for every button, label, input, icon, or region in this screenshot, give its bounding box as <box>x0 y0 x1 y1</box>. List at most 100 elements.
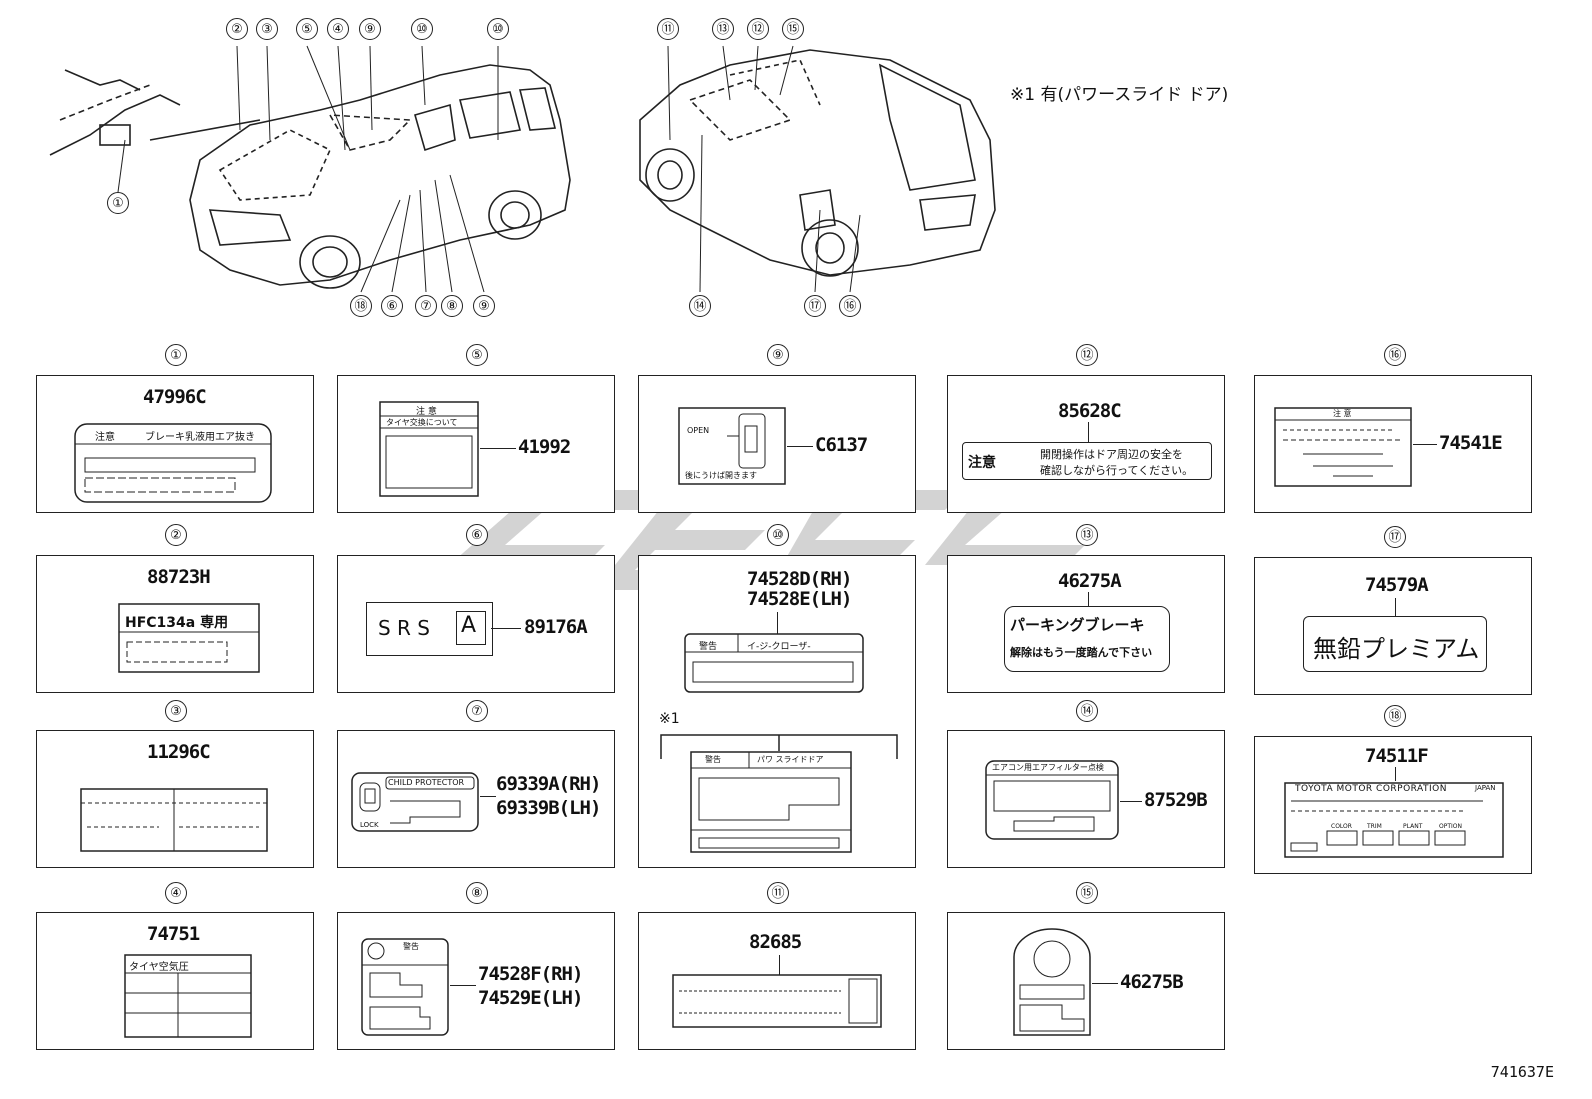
callout-9-bottom: ⑨ <box>473 295 495 317</box>
label-text: TOYOTA MOTOR CORPORATION <box>1295 784 1447 794</box>
callout-9-top: ⑨ <box>359 18 381 40</box>
label-text: 注意 <box>968 455 996 471</box>
label-text: HFC134a 専用 <box>125 615 229 631</box>
callout-10-a: ⑩ <box>411 18 433 40</box>
panel-num-8: ⑧ <box>466 882 488 904</box>
panel-14: エアコン用エアフィルター点検 87529B <box>947 730 1225 868</box>
label-47996c <box>74 423 272 503</box>
panel-17: 74579A 無鉛プレミアム <box>1254 557 1532 695</box>
label-c6137 <box>678 407 786 485</box>
part-number: 87529B <box>1144 789 1208 811</box>
part-number: 47996C <box>143 386 207 408</box>
panel-11: 82685 <box>638 912 916 1050</box>
callout-18: ⑱ <box>350 295 372 317</box>
panel-6: S R S A 89176A <box>337 555 615 693</box>
callout-13: ⑬ <box>712 18 734 40</box>
panel-num-15: ⑮ <box>1076 882 1098 904</box>
label-text: COLOR <box>1331 823 1352 830</box>
part-number: C6137 <box>815 434 868 456</box>
figure-code: 741637E <box>1490 1063 1554 1081</box>
label-46275b <box>1013 928 1091 1036</box>
label-power-slide <box>690 751 852 853</box>
panel-12: 85628C 注意 開閉操作はドア周辺の安全を 確認しながら行ってください。 <box>947 375 1225 513</box>
panel-num-7: ⑦ <box>466 700 488 722</box>
panel-5: 注 意 タイヤ交換について 41992 <box>337 375 615 513</box>
panel-num-14: ⑭ <box>1076 700 1098 722</box>
label-11296c <box>80 788 268 852</box>
panel-18: 74511F TOYOTA MOTOR CORPORATION JAPAN CO… <box>1254 736 1532 874</box>
label-text: エアコン用エアフィルター点検 <box>992 763 1104 772</box>
panel-13: 46275A パーキングブレーキ 解除はもう一度踏んで下さい <box>947 555 1225 693</box>
panel-1: 47996C 注意 ブレーキ乳液用エア抜き <box>36 375 314 513</box>
callout-12: ⑫ <box>747 18 769 40</box>
label-text: 解除はもう一度踏んで下さい <box>1010 646 1153 659</box>
label-74528d <box>684 633 864 693</box>
part-number: 46275B <box>1120 971 1184 993</box>
callout-5: ⑤ <box>296 18 318 40</box>
label-text: 警告 <box>705 755 721 764</box>
label-74511f <box>1284 782 1504 858</box>
label-text: 注 意 <box>416 407 437 417</box>
part-number: 74541E <box>1439 432 1503 454</box>
part-number: 88723H <box>147 566 211 588</box>
label-text: 無鉛プレミアム <box>1313 635 1480 663</box>
callout-17: ⑰ <box>804 295 826 317</box>
callout-7: ⑦ <box>415 295 437 317</box>
panel-9: OPEN 後にうけば開きます C6137 <box>638 375 916 513</box>
part-number: 74579A <box>1365 574 1429 596</box>
panel-7: CHILD PROTECTOR LOCK 69339A(RH) 69339B(L… <box>337 730 615 868</box>
panel-8: 警告 74528F(RH) 74529E(LH) <box>337 912 615 1050</box>
panel-num-5: ⑤ <box>466 344 488 366</box>
panel-num-17: ⑰ <box>1384 526 1406 548</box>
panel-15: 46275B <box>947 912 1225 1050</box>
callout-8: ⑧ <box>441 295 463 317</box>
label-text: PLANT <box>1403 823 1423 830</box>
panel-num-13: ⑬ <box>1076 524 1098 546</box>
panel-10: 74528D(RH) 74528E(LH) 警告 イ-ジ-クローザ- ※1 警告… <box>638 555 916 868</box>
panel-4: 74751 タイヤ空気圧 <box>36 912 314 1050</box>
panel-num-6: ⑥ <box>466 524 488 546</box>
label-text: パワ スライドドア <box>757 755 824 764</box>
panel-num-10: ⑩ <box>767 524 789 546</box>
panel-num-2: ② <box>165 524 187 546</box>
label-text: 警告 <box>403 942 419 951</box>
label-82685 <box>672 974 882 1028</box>
part-number: 41992 <box>518 436 571 458</box>
panel-num-9: ⑨ <box>767 344 789 366</box>
label-text: OPTION <box>1439 823 1462 830</box>
part-number-2: 69339B(LH) <box>496 797 601 819</box>
label-74751 <box>124 954 252 1038</box>
part-number: 85628C <box>1058 400 1122 422</box>
part-number: 74751 <box>147 923 200 945</box>
part-number: 89176A <box>524 616 588 638</box>
part-number: 69339A(RH) <box>496 773 601 795</box>
label-text: パーキングブレーキ <box>1010 616 1145 634</box>
part-number: 74528D(RH) <box>747 568 852 590</box>
label-text: TRIM <box>1367 823 1382 830</box>
panel-num-3: ③ <box>165 700 187 722</box>
label-text: 開閉操作はドア周辺の安全を <box>1040 448 1183 461</box>
part-number: 82685 <box>749 931 802 953</box>
panel-num-18: ⑱ <box>1384 705 1406 727</box>
label-text: タイヤ交換について <box>386 418 458 427</box>
panel-num-12: ⑫ <box>1076 344 1098 366</box>
srs-text: S R S <box>378 616 431 640</box>
label-74541e <box>1274 407 1412 487</box>
part-number: 74511F <box>1365 745 1429 767</box>
label-74528f <box>361 938 449 1036</box>
callout-2: ② <box>226 18 248 40</box>
callout-10-b: ⑩ <box>487 18 509 40</box>
panel-2: 88723H HFC134a 専用 <box>36 555 314 693</box>
panel-num-16: ⑯ <box>1384 344 1406 366</box>
callout-15: ⑮ <box>782 18 804 40</box>
page-note: ※1 有(パワースライド ドア) <box>1010 85 1229 105</box>
label-text: ブレーキ乳液用エア抜き <box>145 432 255 443</box>
panel-3: 11296C <box>36 730 314 868</box>
callout-4: ④ <box>327 18 349 40</box>
callout-14: ⑭ <box>689 295 711 317</box>
part-number-2: 74528E(LH) <box>747 588 852 610</box>
panel-num-11: ⑪ <box>767 882 789 904</box>
callout-11: ⑪ <box>657 18 679 40</box>
label-child-protector <box>351 772 479 832</box>
label-text: 後にうけば開きます <box>685 471 757 480</box>
